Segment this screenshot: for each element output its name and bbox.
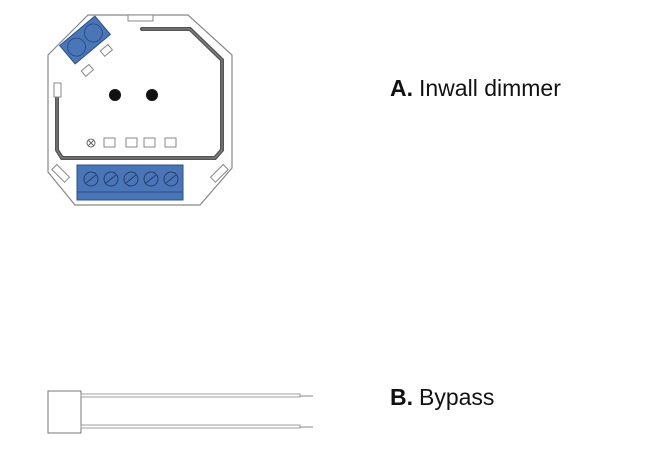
label-text: Inwall dimmer: [419, 75, 561, 101]
label-bypass: B.Bypass: [390, 384, 494, 411]
label-text: Bypass: [419, 384, 495, 410]
label-letter: B.: [390, 384, 413, 410]
button-dot: [146, 89, 158, 101]
inwall-dimmer-drawing: [47, 14, 233, 206]
button-dot: [109, 89, 121, 101]
label-letter: A.: [390, 75, 413, 101]
bypass-drawing: [47, 390, 313, 434]
label-inwall-dimmer: A.Inwall dimmer: [390, 75, 561, 102]
terminal-block: [76, 164, 184, 201]
